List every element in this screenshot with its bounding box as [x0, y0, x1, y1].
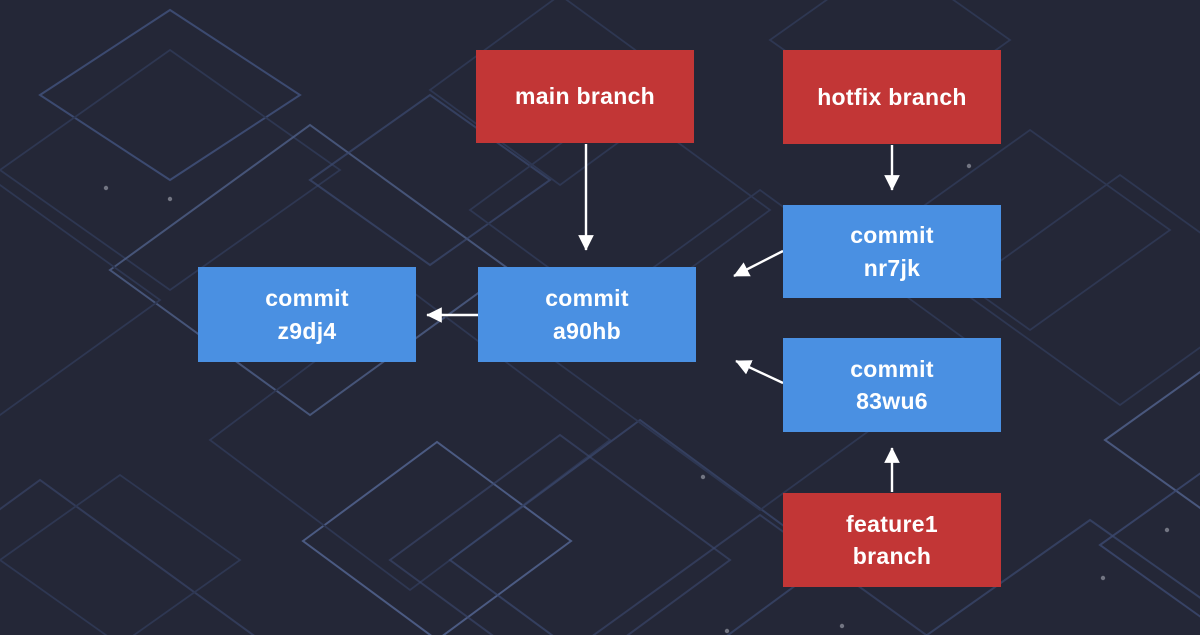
pattern-dot [1100, 575, 1106, 581]
pattern-dot [103, 185, 109, 191]
hotfix-branch-label-line: hotfix branch [817, 83, 967, 110]
commit-z9dj4-label-line: z9dj4 [277, 317, 337, 344]
pattern-dot [839, 623, 845, 629]
node-feature1-branch: feature1 branch [783, 493, 1001, 587]
commit-a90hb-label-line: a90hb [553, 317, 621, 344]
node-hotfix-branch: hotfix branch [783, 50, 1001, 144]
node-commit-z9dj4: commit z9dj4 [198, 267, 416, 362]
feature1-branch-label-line: feature1 [846, 510, 938, 537]
commit-a90hb-label-line: commit [545, 285, 629, 312]
commit-z9dj4-label-line: commit [265, 285, 349, 312]
node-commit-a90hb: commit a90hb [478, 267, 696, 362]
commit-nr7jk-label-line: nr7jk [863, 254, 921, 281]
feature1-branch-label-line: branch [852, 543, 932, 569]
pattern-dot [966, 163, 972, 169]
edge-commit-83wu6-to-commit-a90hb [735, 359, 784, 385]
pattern-dot [724, 628, 730, 634]
pattern-dot [700, 474, 706, 480]
edge-commit-nr7jk-to-commit-a90hb [733, 249, 784, 278]
node-main-branch: main branch [476, 50, 694, 143]
node-commit-83wu6: commit 83wu6 [783, 338, 1001, 432]
pattern-dot [167, 196, 173, 202]
commit-83wu6-label-line: 83wu6 [856, 388, 928, 414]
commit-83wu6-label-line: commit [850, 355, 934, 382]
node-commit-nr7jk: commit nr7jk [783, 205, 1001, 298]
pattern-dot [1164, 527, 1170, 533]
main-branch-label-line: main branch [514, 83, 656, 110]
commit-nr7jk-label-line: commit [850, 222, 934, 249]
